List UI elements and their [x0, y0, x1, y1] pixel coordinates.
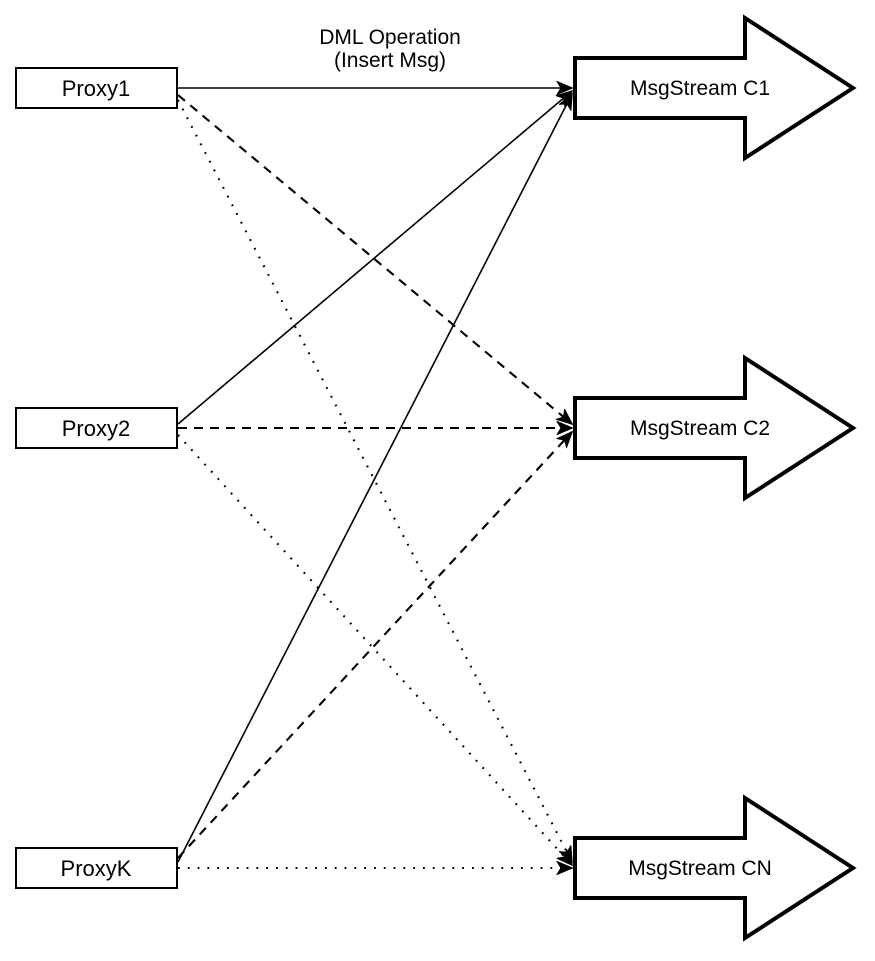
msgstream-cn-node: MsgStream CN: [573, 794, 857, 942]
edge-proxy2-msgstream-c1: [177, 91, 572, 425]
proxyk-label: ProxyK: [61, 856, 132, 881]
edge-proxyk-msgstream-c1: [177, 94, 572, 863]
proxy1-label: Proxy1: [62, 76, 130, 101]
proxyk-node: ProxyK: [15, 847, 178, 889]
proxy1-box: [15, 67, 178, 109]
msgstream-cn-arrow-shape: [573, 794, 857, 942]
edge-proxy2-msgstream-cn: [177, 434, 572, 865]
proxyk-box: [15, 847, 178, 889]
edges-layer: [177, 88, 572, 868]
msgstream-c1-arrow-shape: [573, 14, 857, 162]
edge-label-dml-operation: DML Operation (Insert Msg): [319, 26, 461, 72]
msgstream-c2-node: MsgStream C2: [573, 354, 857, 502]
proxy1-node: Proxy1: [15, 67, 178, 109]
edge-label-line1: DML Operation: [319, 26, 461, 49]
msgstream-c1-label: MsgStream C1: [630, 77, 770, 100]
proxy2-node: Proxy2: [15, 407, 178, 449]
msgstream-c2-arrow-shape: [573, 354, 857, 502]
msgstream-c2-label: MsgStream C2: [630, 417, 770, 440]
edge-label-line2: (Insert Msg): [334, 49, 446, 72]
edge-proxyk-msgstream-c2: [177, 432, 572, 859]
msgstream-cn-label: MsgStream CN: [628, 857, 772, 880]
proxy2-label: Proxy2: [62, 416, 130, 441]
msgstream-c1-node: MsgStream C1: [573, 14, 857, 162]
edge-proxy1-msgstream-c2: [177, 94, 572, 424]
proxy2-box: [15, 407, 178, 449]
